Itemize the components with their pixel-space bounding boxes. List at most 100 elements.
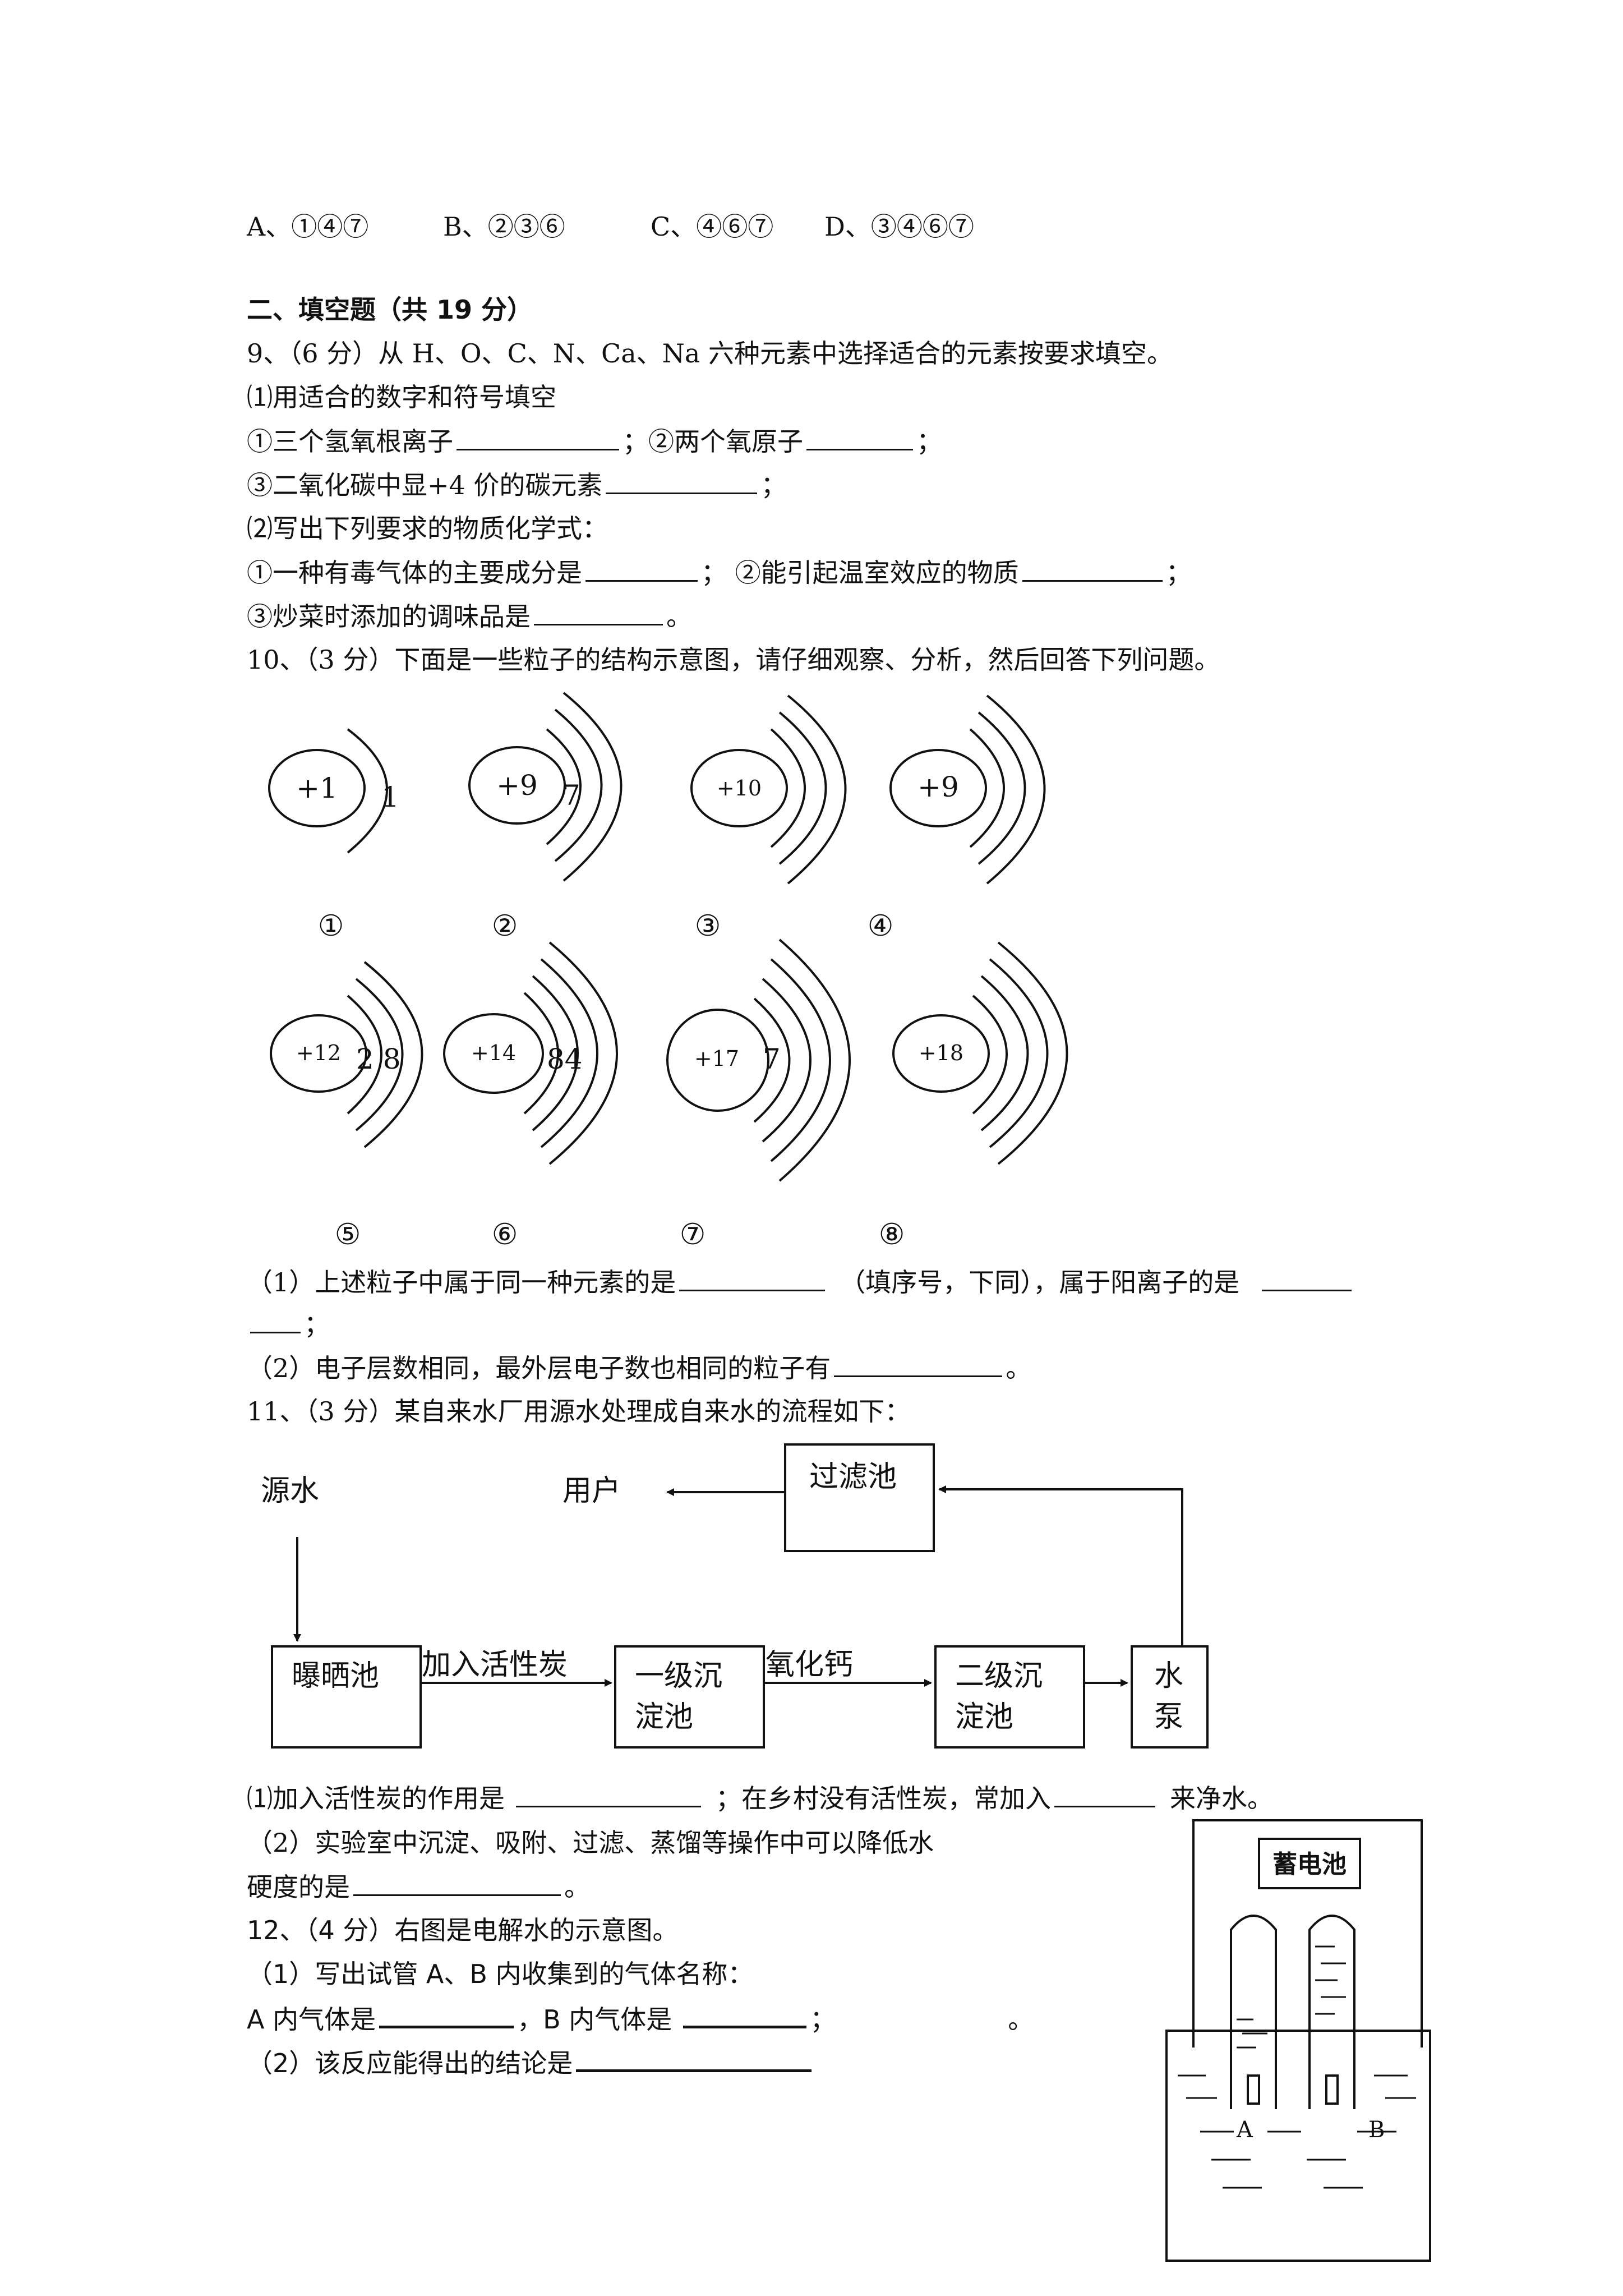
particle-number: ①	[318, 909, 344, 943]
particle-number: ⑥	[492, 1218, 518, 1251]
blank[interactable]	[1022, 555, 1163, 582]
electron-shell	[540, 958, 598, 1148]
q11-sub2-cont: 硬度的是。	[247, 1870, 590, 1904]
flow-source: 源水	[261, 1474, 319, 1508]
battery-label: 蓄电池	[1272, 1850, 1347, 1879]
electron-shell	[787, 694, 847, 885]
electron-count: 7	[763, 1043, 781, 1075]
q9-part2: ⑵写出下列要求的物质化学式：	[247, 513, 608, 544]
blank[interactable]	[1054, 1781, 1155, 1807]
tank1-box	[614, 1645, 765, 1749]
q9-part1-line1: ①三个氢氧根离子；②两个氧原子；	[247, 424, 942, 458]
electron-shell	[997, 941, 1068, 1165]
nucleus-charge: +17	[694, 1046, 739, 1071]
q9-stem: 9、（6 分）从 H、O、C、N、Ca、Na 六种元素中选择适合的元素按要求填空…	[247, 338, 1173, 369]
electron-count: 84	[547, 1043, 583, 1075]
electron-shell	[355, 978, 404, 1131]
tube-b-label: B	[1368, 2117, 1385, 2143]
nucleus	[892, 1014, 990, 1093]
blank[interactable]	[379, 2001, 514, 2028]
nucleus-charge: +9	[917, 771, 959, 803]
q9-part1-line2: ③二氧化碳中显+4 价的碳元素；	[247, 468, 786, 502]
q12-sub1-answers: A 内气体是，B 内气体是；。	[247, 2001, 1034, 2036]
nucleus	[468, 746, 566, 825]
blank[interactable]	[806, 424, 913, 450]
battery-box	[1258, 1838, 1361, 1889]
blank[interactable]	[516, 1781, 701, 1807]
flow-tank2: 淀池	[955, 1700, 1013, 1734]
q11-stem: 11、（3 分）某自来水厂用源水处理成自来水的流程如下：	[247, 1396, 911, 1427]
q9-part2-line2: ③炒菜时添加的调味品是。	[247, 599, 692, 633]
blank[interactable]	[585, 555, 698, 582]
electron-shell	[753, 997, 791, 1123]
electron-shell	[978, 711, 1026, 865]
electron-shell	[562, 692, 623, 882]
electron-shell	[989, 958, 1049, 1148]
flow-reagent: 氧化钙	[766, 1648, 853, 1682]
nucleus	[443, 1013, 544, 1094]
q12-sub2: （2）该反应能得出的结论是	[247, 2045, 815, 2080]
q12-sub1: （1）写出试管 A、B 内收集到的气体名称：	[247, 1959, 754, 1989]
choice-c: C、④⑥⑦	[651, 211, 774, 242]
nucleus-charge: +14	[471, 1041, 516, 1065]
electron-shell	[347, 995, 382, 1115]
electron-shell	[546, 728, 582, 845]
blank[interactable]	[834, 1351, 1003, 1377]
electron-shell	[762, 978, 811, 1143]
nucleus-charge: +10	[717, 776, 762, 800]
blank[interactable]	[534, 599, 663, 625]
nucleus-charge: +9	[496, 769, 538, 802]
electron-shell	[523, 992, 559, 1115]
electron-shell	[778, 711, 827, 865]
nucleus-charge: +12	[296, 1041, 341, 1065]
blank[interactable]	[1262, 1265, 1352, 1291]
electron-shell	[770, 728, 806, 848]
blank[interactable]	[250, 1307, 301, 1333]
choice-b: B、②③⑥	[443, 211, 565, 242]
electron-shell	[972, 995, 1008, 1115]
blank[interactable]	[683, 2001, 807, 2028]
flow-carbon: 加入活性炭	[422, 1648, 568, 1682]
q11-sub2: （2）实验室中沉淀、吸附、过滤、蒸馏等操作中可以降低水	[247, 1828, 934, 1858]
electron-count: 7	[562, 779, 580, 812]
test-tube-a	[1230, 1915, 1277, 2109]
blank[interactable]	[353, 1870, 561, 1896]
flow-tank2: 二级沉	[955, 1659, 1043, 1693]
tank2-box	[934, 1645, 1085, 1749]
particle-number: ③	[695, 909, 721, 943]
nucleus-charge: +18	[919, 1041, 963, 1065]
electron-shell	[969, 728, 1005, 848]
q11-sub1: ⑴加入活性炭的作用是；在乡村没有活性炭，常加入来净水。	[247, 1781, 1273, 1815]
blank[interactable]	[457, 424, 619, 450]
blank[interactable]	[576, 2045, 812, 2072]
q10-stem: 10、（3 分）下面是一些粒子的结构示意图，请仔细观察、分析，然后回答下列问题。	[247, 645, 1220, 675]
electron-shell	[532, 975, 579, 1131]
nucleus	[270, 1014, 367, 1093]
q9-part1: ⑴用适合的数字和符号填空	[247, 382, 556, 412]
electron-shell	[778, 938, 851, 1182]
flow-user: 用户	[562, 1474, 621, 1508]
sun-tank-box	[271, 1645, 422, 1749]
particle-number: ②	[492, 909, 518, 943]
choice-a: A、①④⑦	[247, 211, 369, 242]
particle-number: ⑦	[680, 1218, 706, 1251]
nucleus	[268, 749, 366, 827]
electrode-a	[1247, 2074, 1260, 2105]
electron-shell	[986, 694, 1046, 885]
electron-shell	[347, 728, 388, 854]
electron-count: 2 8	[356, 1043, 401, 1075]
arrow	[938, 1485, 1183, 1646]
choice-d: D、③④⑥⑦	[824, 211, 974, 242]
blank[interactable]	[679, 1265, 826, 1291]
nucleus	[889, 749, 987, 827]
electron-shell	[770, 958, 831, 1162]
electron-shell	[980, 975, 1029, 1131]
pump-box	[1131, 1645, 1209, 1749]
section-title: 二、填空题（共 19 分）	[247, 295, 533, 325]
nucleus	[666, 1009, 769, 1112]
electrode-b	[1325, 2074, 1339, 2105]
blank[interactable]	[606, 468, 758, 494]
